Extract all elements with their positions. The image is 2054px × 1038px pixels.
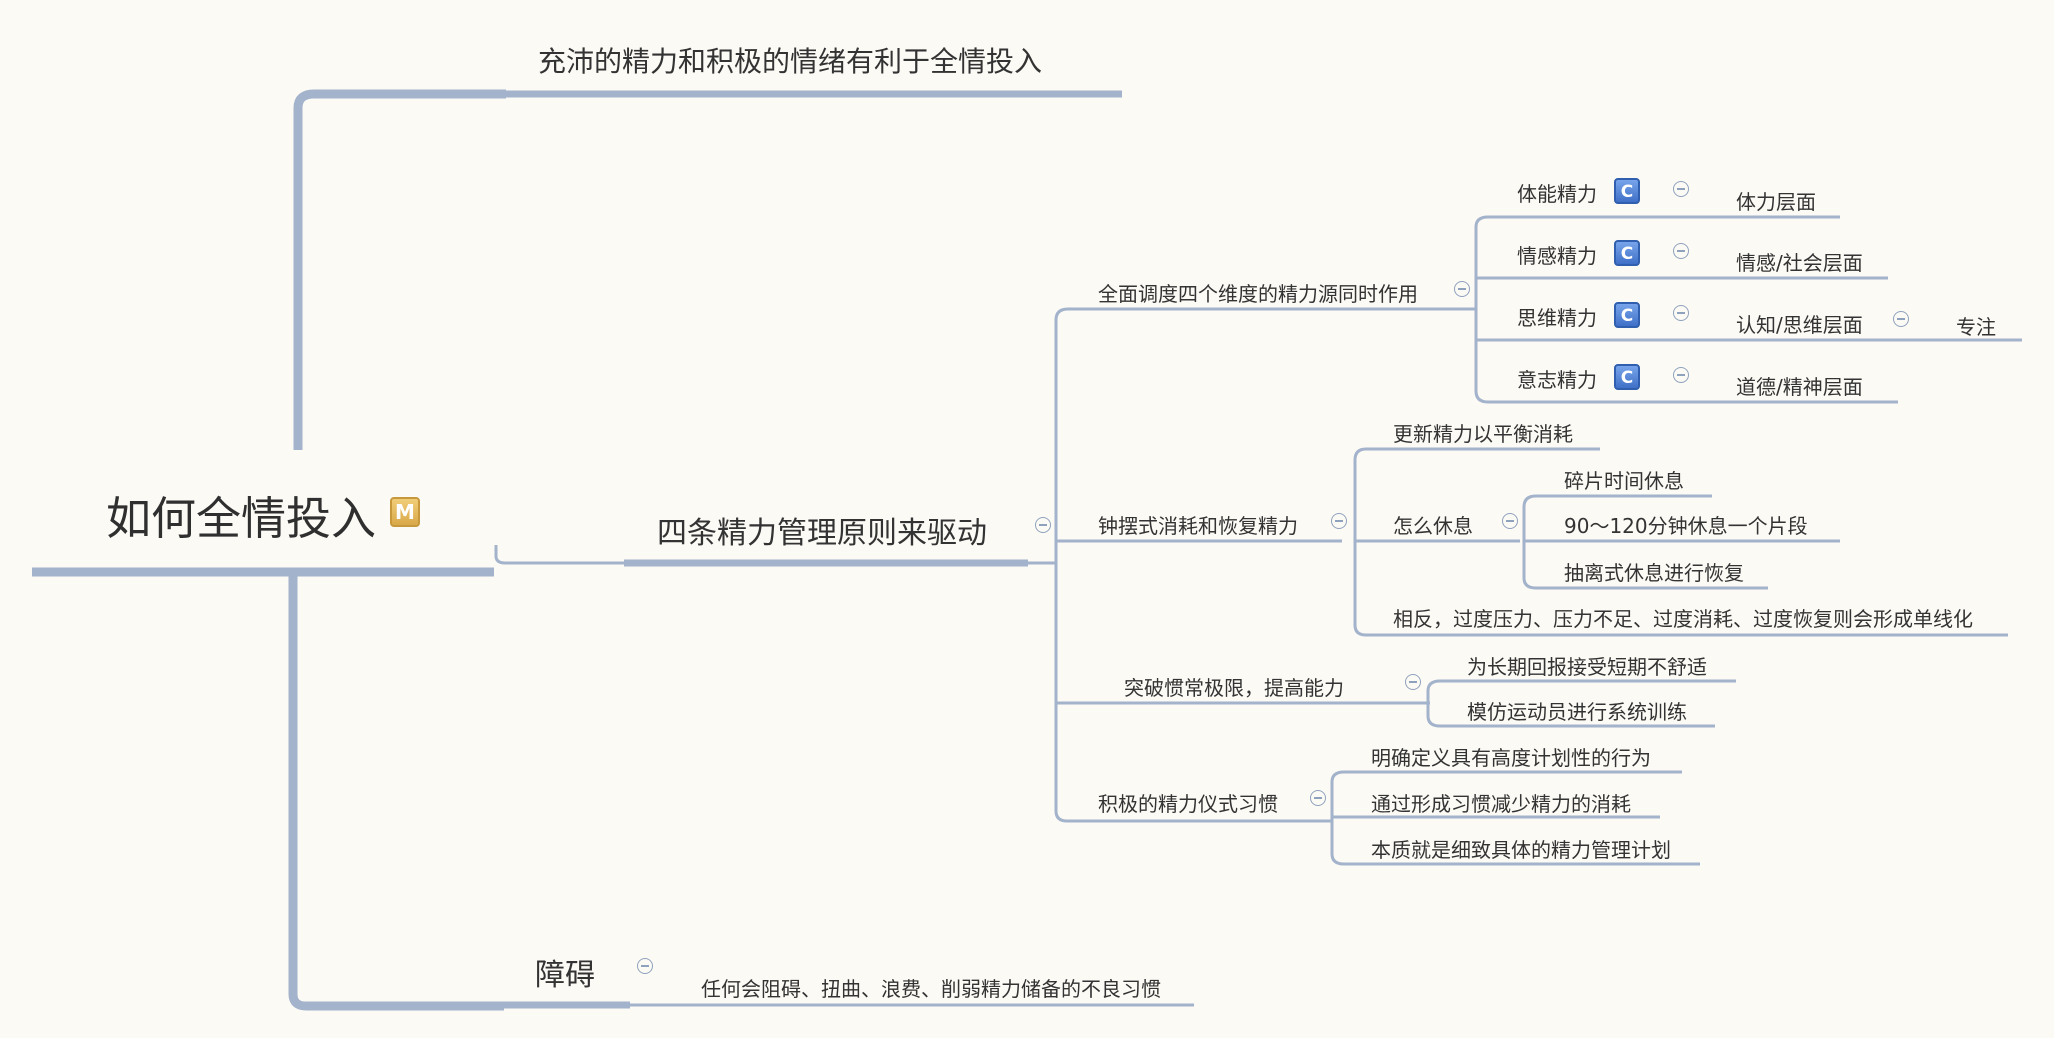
collapse-obstacle-icon[interactable] xyxy=(637,958,653,974)
dim-emotional-detail[interactable]: 情感/社会层面 xyxy=(1736,251,1863,275)
rest-item-2[interactable]: 90～120分钟休息一个片段 xyxy=(1564,514,1808,538)
dim-spiritual[interactable]: 意志精力 xyxy=(1517,368,1597,392)
dim-mental[interactable]: 思维精力 xyxy=(1517,306,1597,330)
topic-pendulum[interactable]: 钟摆式消耗和恢复精力 xyxy=(1098,514,1298,538)
collapse-mental-detail-icon[interactable] xyxy=(1893,311,1909,327)
collapse-physical-icon[interactable] xyxy=(1673,181,1689,197)
dim-mental-detail[interactable]: 认知/思维层面 xyxy=(1736,313,1863,337)
collapse-emotional-icon[interactable] xyxy=(1673,243,1689,259)
collapse-break-limits-icon[interactable] xyxy=(1405,674,1421,690)
rituals-item-1[interactable]: 明确定义具有高度计划性的行为 xyxy=(1371,746,1651,770)
dim-mental-focus[interactable]: 专注 xyxy=(1956,315,1996,339)
obstacle-detail[interactable]: 任何会阻碍、扭曲、浪费、削弱精力储备的不良习惯 xyxy=(701,977,1161,1001)
collapse-pendulum-icon[interactable] xyxy=(1331,513,1347,529)
dim-physical-detail[interactable]: 体力层面 xyxy=(1736,190,1816,214)
dim-emotional[interactable]: 情感精力 xyxy=(1517,244,1597,268)
marker-c-icon: C xyxy=(1614,240,1640,266)
topic-break-limits[interactable]: 突破惯常极限，提高能力 xyxy=(1124,676,1344,700)
topic-how-to-rest[interactable]: 怎么休息 xyxy=(1393,514,1473,538)
pendulum-renew[interactable]: 更新精力以平衡消耗 xyxy=(1393,422,1573,446)
topic-rituals[interactable]: 积极的精力仪式习惯 xyxy=(1098,792,1278,816)
rest-item-3[interactable]: 抽离式休息进行恢复 xyxy=(1564,561,1744,585)
marker-c-icon: C xyxy=(1614,364,1640,390)
topic-four-dimensions[interactable]: 全面调度四个维度的精力源同时作用 xyxy=(1098,282,1418,306)
collapse-principles-icon[interactable] xyxy=(1035,517,1051,533)
marker-c-icon: C xyxy=(1614,302,1640,328)
marker-c-icon: C xyxy=(1614,178,1640,204)
dim-physical[interactable]: 体能精力 xyxy=(1517,182,1597,206)
collapse-mental-icon[interactable] xyxy=(1673,305,1689,321)
root-topic[interactable]: 如何全情投入 xyxy=(106,492,377,545)
rest-item-1[interactable]: 碎片时间休息 xyxy=(1564,469,1684,493)
dim-spiritual-detail[interactable]: 道德/精神层面 xyxy=(1736,375,1863,399)
collapse-how-to-rest-icon[interactable] xyxy=(1502,513,1518,529)
topic-obstacle[interactable]: 障碍 xyxy=(535,958,595,993)
marker-m-icon: M xyxy=(390,497,420,527)
rituals-item-2[interactable]: 通过形成习惯减少精力的消耗 xyxy=(1371,792,1631,816)
limits-item-2[interactable]: 模仿运动员进行系统训练 xyxy=(1467,700,1687,724)
collapse-rituals-icon[interactable] xyxy=(1310,790,1326,806)
collapse-spiritual-icon[interactable] xyxy=(1673,367,1689,383)
rituals-item-3[interactable]: 本质就是细致具体的精力管理计划 xyxy=(1371,838,1671,862)
topic-energy[interactable]: 充沛的精力和积极的情绪有利于全情投入 xyxy=(538,45,1043,78)
collapse-four-dimensions-icon[interactable] xyxy=(1454,281,1470,297)
topic-principles[interactable]: 四条精力管理原则来驱动 xyxy=(657,516,987,551)
limits-item-1[interactable]: 为长期回报接受短期不舒适 xyxy=(1467,655,1707,679)
pendulum-opposite[interactable]: 相反，过度压力、压力不足、过度消耗、过度恢复则会形成单线化 xyxy=(1393,607,1973,631)
